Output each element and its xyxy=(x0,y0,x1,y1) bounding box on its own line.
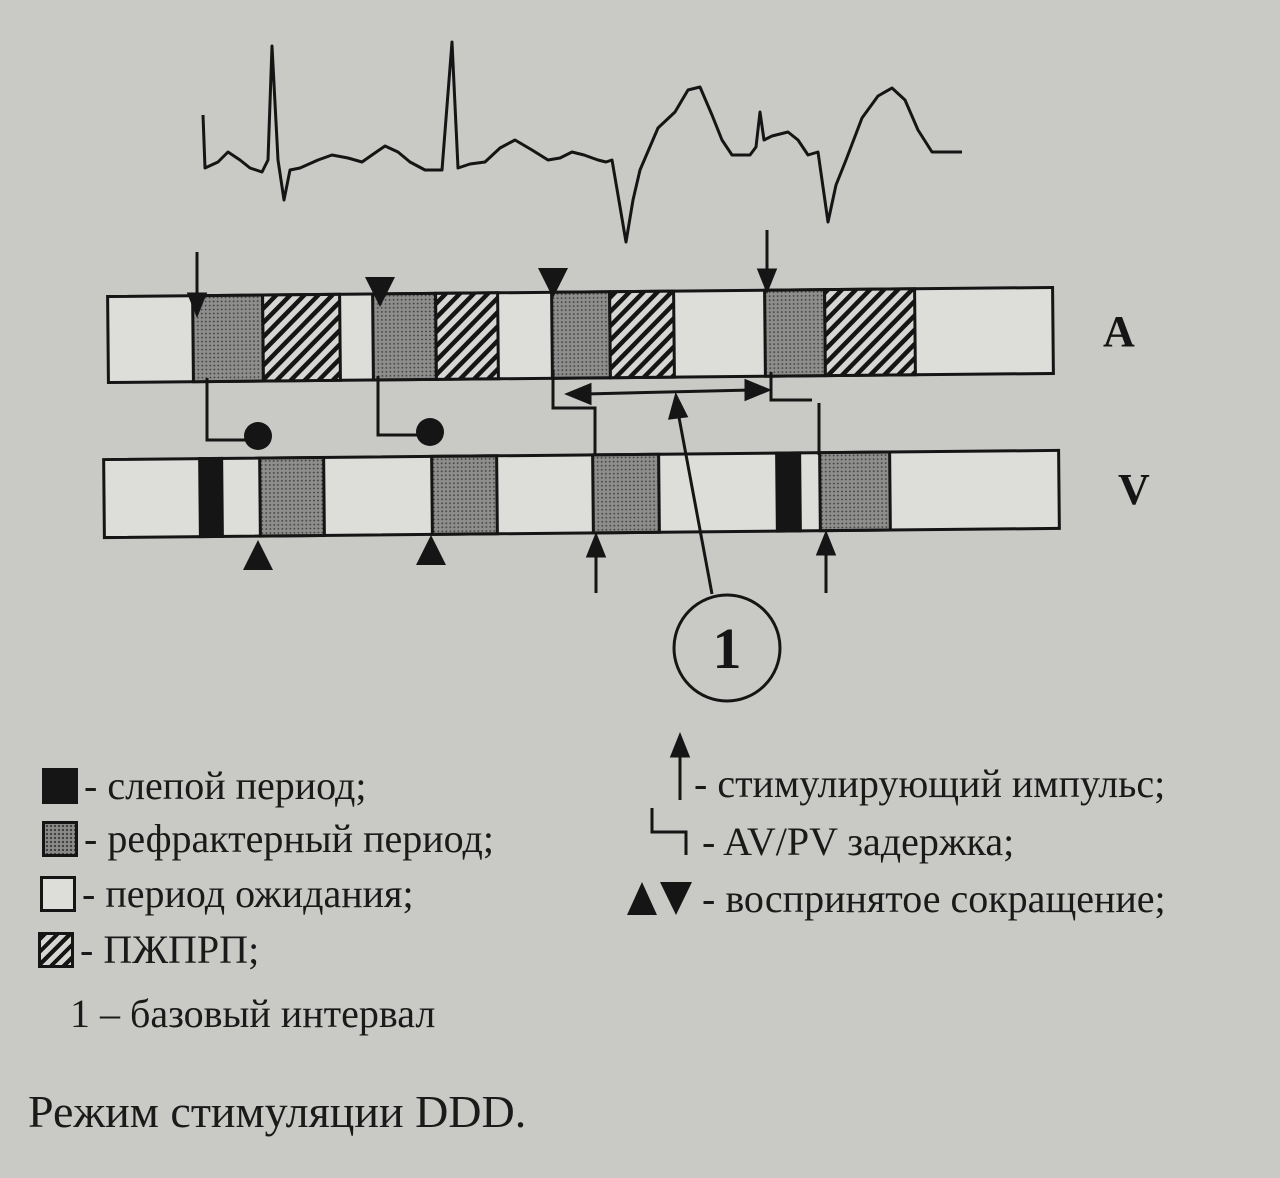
callout-circle xyxy=(672,593,782,703)
triangle-down-icon xyxy=(365,277,395,307)
legend-av-delay: - AV/PV задержка; xyxy=(702,818,1014,865)
atrial-pvarp-1 xyxy=(261,292,342,383)
atrial-refractory-1 xyxy=(191,293,265,384)
atrial-refractory-2 xyxy=(371,291,438,382)
ventricular-channel-bar xyxy=(102,448,1061,540)
legend-stim-pulse: - стимулирующий импульс; xyxy=(694,760,1165,807)
legend-stim-pulse-label: - стимулирующий импульс; xyxy=(694,761,1166,806)
channel-label-v: V xyxy=(1118,465,1150,514)
legend-blind-label: - слепой период; xyxy=(84,763,367,808)
av-delay-bracket-icon xyxy=(650,808,688,855)
up-arrow-icon xyxy=(669,731,691,800)
ventricular-refractory-4 xyxy=(818,450,892,533)
up-arrow-icon xyxy=(585,531,607,593)
atrial-pvarp-2 xyxy=(434,291,500,381)
ecg-trace xyxy=(201,40,962,244)
legend-waiting-period: - период ожидания; xyxy=(40,870,414,917)
legend-base-interval: 1 – базовый интервал xyxy=(70,990,435,1037)
triangle-up-icon xyxy=(243,540,273,570)
filled-circle-icon xyxy=(416,418,444,446)
figure-caption: Режим стимуляции DDD. xyxy=(28,1086,527,1137)
atrial-periods xyxy=(191,287,917,384)
legend-base-interval-label: 1 – базовый интервал xyxy=(70,991,436,1036)
legend-sensed-label: - воспринятое сокращение; xyxy=(702,876,1166,921)
triangle-down-icon xyxy=(660,882,692,915)
atrial-pvarp-3 xyxy=(608,289,676,380)
up-arrow-icon xyxy=(815,529,837,593)
callout-label: 1 xyxy=(713,616,742,681)
legend-blind-period: - слепой период; xyxy=(42,762,366,809)
triangle-down-icon xyxy=(538,268,568,298)
legend-av-delay-label: - AV/PV задержка; xyxy=(702,819,1015,864)
callout-pointer xyxy=(667,391,714,595)
legend-waiting-label: - период ожидания; xyxy=(82,871,414,916)
triangle-up-icon xyxy=(627,882,657,915)
triangle-up-icon xyxy=(416,535,446,565)
pvarp-swatch xyxy=(38,931,74,968)
ventricular-refractory-1 xyxy=(258,455,326,538)
atrial-refractory-4 xyxy=(763,288,827,378)
ventricular-refractory-2 xyxy=(430,454,499,536)
av-delay-connector-1 xyxy=(205,378,248,442)
av-delay-connector-2 xyxy=(376,376,420,437)
refractory-period-swatch xyxy=(42,820,78,857)
atrial-refractory-3 xyxy=(550,290,612,380)
down-arrow-icon xyxy=(756,230,778,295)
ventricular-blind-1 xyxy=(198,456,224,539)
ventricular-periods xyxy=(198,450,892,539)
legend-pvarp: - ПЖПРП; xyxy=(38,926,259,973)
down-arrow-icon xyxy=(186,252,208,319)
channel-label-a: A xyxy=(1103,307,1135,356)
ventricular-blind-2 xyxy=(775,451,802,533)
ventricular-refractory-3 xyxy=(591,452,661,535)
base-interval-arrow xyxy=(564,378,772,406)
atrial-pvarp-4 xyxy=(823,287,917,378)
av-delay-connector-3 xyxy=(551,370,597,455)
waiting-period-swatch xyxy=(40,875,76,912)
legend-sensed-event: - воспринятое сокращение; xyxy=(702,875,1166,922)
legend-refractory-label: - рефрактерный период; xyxy=(84,816,494,861)
legend-pvarp-label: - ПЖПРП; xyxy=(80,927,260,972)
av-delay-connector-4 xyxy=(769,372,821,455)
blind-period-swatch xyxy=(42,767,78,804)
filled-circle-icon xyxy=(244,422,272,450)
legend-refractory-period: - рефрактерный период; xyxy=(42,815,494,862)
